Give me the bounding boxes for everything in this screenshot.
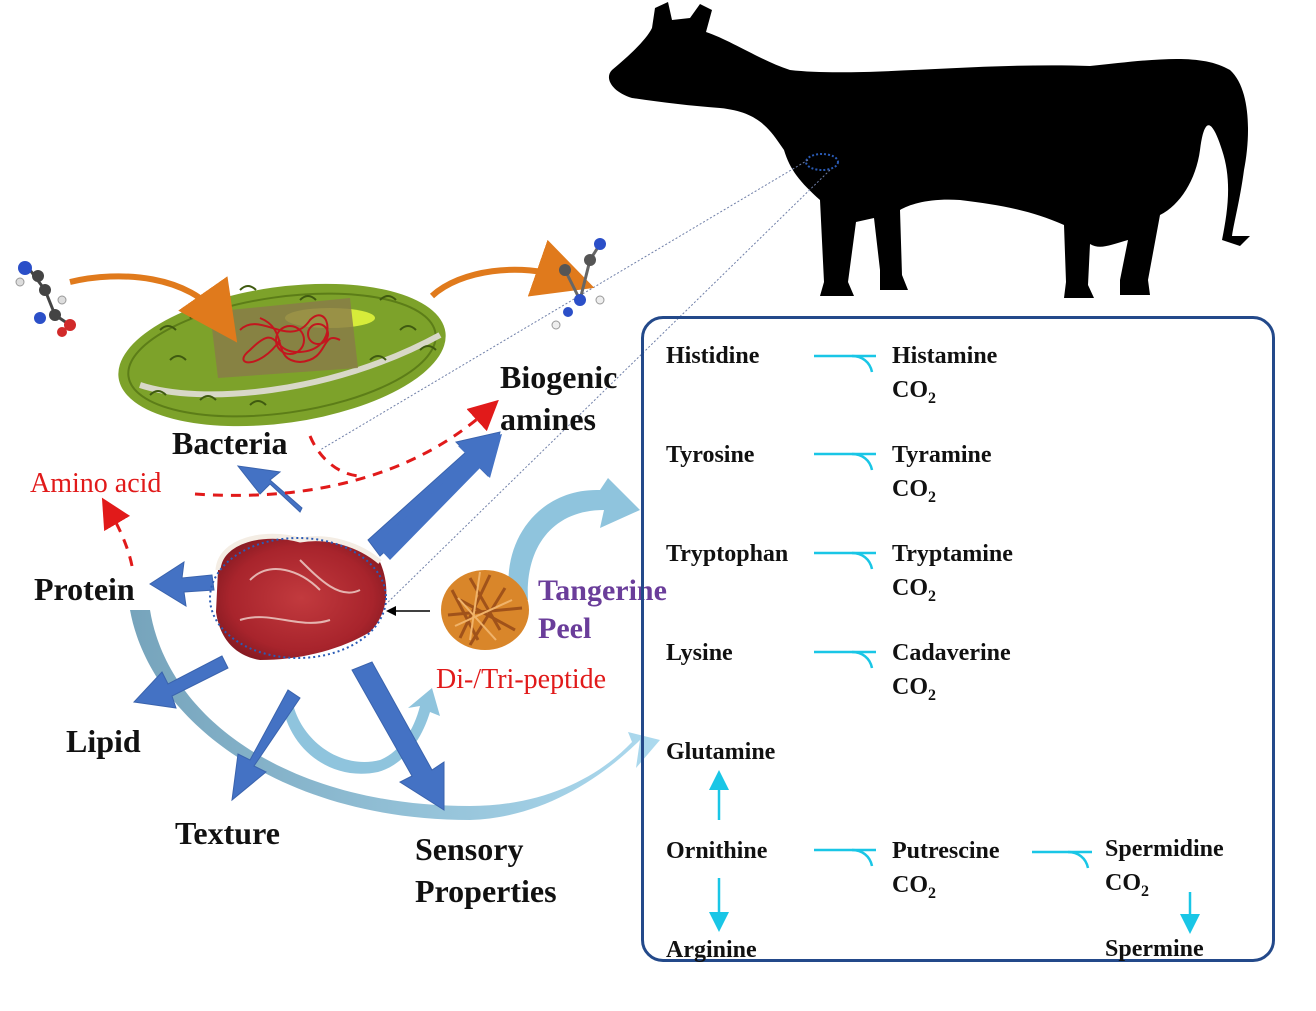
product-name: Cadaverine (892, 640, 1011, 666)
product-spermidine: Spermidine CO2 (1105, 832, 1224, 909)
tangerine-peel-image (441, 570, 529, 650)
label-bacteria: Bacteria (172, 425, 288, 461)
product-name: Histamine (892, 343, 998, 369)
label-di-tri-peptide: Di-/Tri-peptide (436, 664, 607, 695)
product-spermine: Spermine (1105, 936, 1204, 962)
label-peel: Peel (538, 612, 592, 645)
byproduct-co2: CO2 (892, 872, 936, 902)
histidine-molecule-icon (15, 261, 76, 337)
cow-silhouette (608, 2, 1250, 298)
label-amines: amines (500, 401, 596, 437)
decarboxylation-pathway-box (641, 316, 1275, 962)
label-properties: Properties (415, 873, 557, 909)
product-histamine: Histamine CO2 (892, 339, 997, 416)
substrate-lysine: Lysine (666, 640, 733, 666)
product-cadaverine: Cadaverine CO2 (892, 636, 1011, 713)
product-name: Spermidine (1105, 836, 1224, 862)
reaction-arrow-histidine (814, 354, 876, 373)
red-dashed-arrows (101, 399, 499, 567)
product-name: Tyramine (892, 442, 992, 468)
substrate-arginine: Arginine (666, 937, 757, 963)
reaction-arrow-tryptophan (814, 551, 876, 570)
byproduct-co2: CO2 (892, 377, 936, 407)
peel-to-meat-arrow (386, 606, 430, 616)
label-tangerine: Tangerine (538, 574, 667, 607)
substrate-tryptophan: Tryptophan (666, 541, 789, 567)
substrate-histidine: Histidine (666, 343, 760, 369)
label-amino-acid: Amino acid (30, 468, 162, 499)
bacteria-cell (118, 283, 446, 427)
byproduct-co2: CO2 (892, 476, 936, 506)
substrate-ornithine: Ornithine (666, 838, 768, 864)
label-texture: Texture (175, 815, 280, 851)
label-protein: Protein (34, 571, 135, 607)
label-biogenic: Biogenic (500, 359, 618, 395)
reaction-arrows (709, 354, 1200, 934)
product-putrescine: Putrescine CO2 (892, 834, 1000, 911)
label-sensory: Sensory (415, 831, 524, 867)
product-tyramine: Tyramine CO2 (892, 438, 992, 515)
substrate-tyrosine: Tyrosine (666, 442, 755, 468)
meat-steak (209, 533, 387, 660)
reaction-arrow-putrescine (1032, 850, 1092, 869)
zoom-lines (319, 153, 839, 611)
substrate-glutamine: Glutamine (666, 739, 776, 765)
orange-arrows (69, 239, 595, 343)
histamine-molecule-icon (551, 238, 606, 330)
product-name: Tryptamine (892, 541, 1013, 567)
byproduct-co2: CO2 (1105, 870, 1149, 900)
label-lipid: Lipid (66, 723, 141, 759)
reaction-arrow-ornithine (814, 848, 876, 867)
reaction-arrow-tyrosine (814, 452, 876, 471)
product-name: Putrescine (892, 838, 1000, 864)
product-tryptamine: Tryptamine CO2 (892, 537, 1013, 614)
reaction-arrow-lysine (814, 650, 876, 669)
arrow-to-biogenic (376, 434, 502, 560)
byproduct-co2: CO2 (892, 575, 936, 605)
byproduct-co2: CO2 (892, 674, 936, 704)
